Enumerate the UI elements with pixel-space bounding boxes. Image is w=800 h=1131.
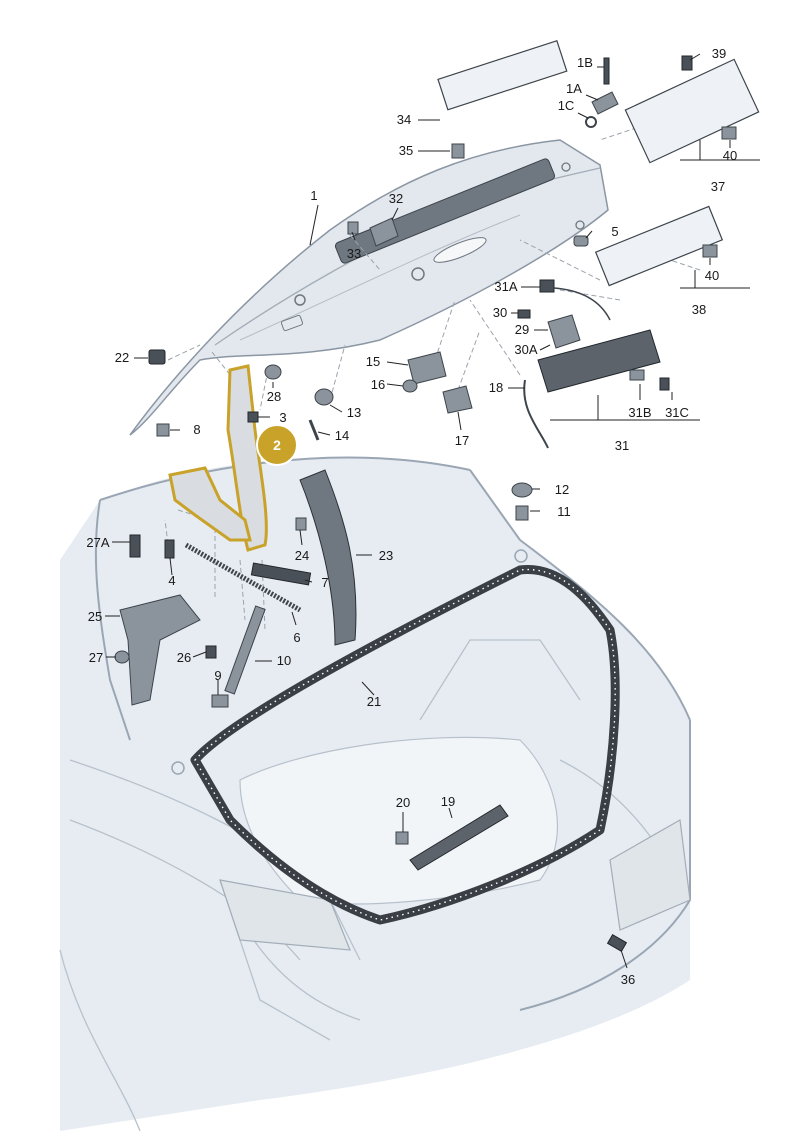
callout-1[interactable]: 1 bbox=[310, 188, 317, 203]
callout-40-lower[interactable]: 40 bbox=[705, 268, 719, 283]
callout-23[interactable]: 23 bbox=[379, 548, 393, 563]
callout-31[interactable]: 31 bbox=[615, 438, 629, 453]
callout-33[interactable]: 33 bbox=[347, 246, 361, 261]
callout-40-upper[interactable]: 40 bbox=[723, 148, 737, 163]
callout-22[interactable]: 22 bbox=[115, 350, 129, 365]
leader-lines bbox=[105, 53, 760, 969]
callout-31B[interactable]: 31B bbox=[628, 405, 651, 420]
callout-1B[interactable]: 1B bbox=[577, 55, 593, 70]
callout-3[interactable]: 3 bbox=[279, 410, 286, 425]
callout-36[interactable]: 36 bbox=[621, 972, 635, 987]
callout-32[interactable]: 32 bbox=[389, 191, 403, 206]
callout-17[interactable]: 17 bbox=[455, 433, 469, 448]
highlight-badge[interactable]: 2 bbox=[256, 424, 298, 466]
callout-1A[interactable]: 1A bbox=[566, 81, 582, 96]
callout-11[interactable]: 11 bbox=[557, 504, 571, 519]
callout-12[interactable]: 12 bbox=[555, 482, 569, 497]
callout-31C[interactable]: 31C bbox=[665, 405, 689, 420]
callout-20[interactable]: 20 bbox=[396, 795, 410, 810]
callout-21[interactable]: 21 bbox=[367, 694, 381, 709]
callout-4[interactable]: 4 bbox=[168, 573, 175, 588]
callout-35[interactable]: 35 bbox=[399, 143, 413, 158]
callout-27[interactable]: 27 bbox=[89, 650, 103, 665]
callout-39[interactable]: 39 bbox=[712, 46, 726, 61]
callout-7[interactable]: 7 bbox=[321, 575, 328, 590]
callout-1C[interactable]: 1C bbox=[558, 98, 575, 113]
callout-38[interactable]: 38 bbox=[692, 302, 706, 317]
callout-29[interactable]: 29 bbox=[515, 322, 529, 337]
callout-30[interactable]: 30 bbox=[493, 305, 507, 320]
callout-34[interactable]: 34 bbox=[397, 112, 411, 127]
highlight-badge-number: 2 bbox=[273, 437, 281, 453]
callout-6[interactable]: 6 bbox=[293, 630, 300, 645]
callout-28[interactable]: 28 bbox=[267, 389, 281, 404]
callout-14[interactable]: 14 bbox=[335, 428, 349, 443]
callout-18[interactable]: 18 bbox=[489, 380, 503, 395]
callout-15[interactable]: 15 bbox=[366, 354, 380, 369]
callout-25[interactable]: 25 bbox=[88, 609, 102, 624]
callout-37[interactable]: 37 bbox=[711, 179, 725, 194]
callout-27A[interactable]: 27A bbox=[86, 535, 109, 550]
trunk-seal bbox=[190, 565, 620, 925]
car-body bbox=[59, 456, 691, 1131]
callout-24[interactable]: 24 bbox=[295, 548, 309, 563]
callout-labels: 1 1A 1B 1C 3 4 5 6 7 8 9 10 11 12 13 14 … bbox=[86, 46, 737, 987]
callout-26[interactable]: 26 bbox=[177, 650, 191, 665]
parts bbox=[114, 39, 760, 953]
callout-9[interactable]: 9 bbox=[214, 668, 221, 683]
callout-31A[interactable]: 31A bbox=[494, 279, 517, 294]
callout-5[interactable]: 5 bbox=[611, 224, 618, 239]
callout-16[interactable]: 16 bbox=[371, 377, 385, 392]
callout-13[interactable]: 13 bbox=[347, 405, 361, 420]
callout-8[interactable]: 8 bbox=[193, 422, 200, 437]
callout-30A[interactable]: 30A bbox=[514, 342, 537, 357]
callout-10[interactable]: 10 bbox=[277, 653, 291, 668]
callout-19[interactable]: 19 bbox=[441, 794, 455, 809]
